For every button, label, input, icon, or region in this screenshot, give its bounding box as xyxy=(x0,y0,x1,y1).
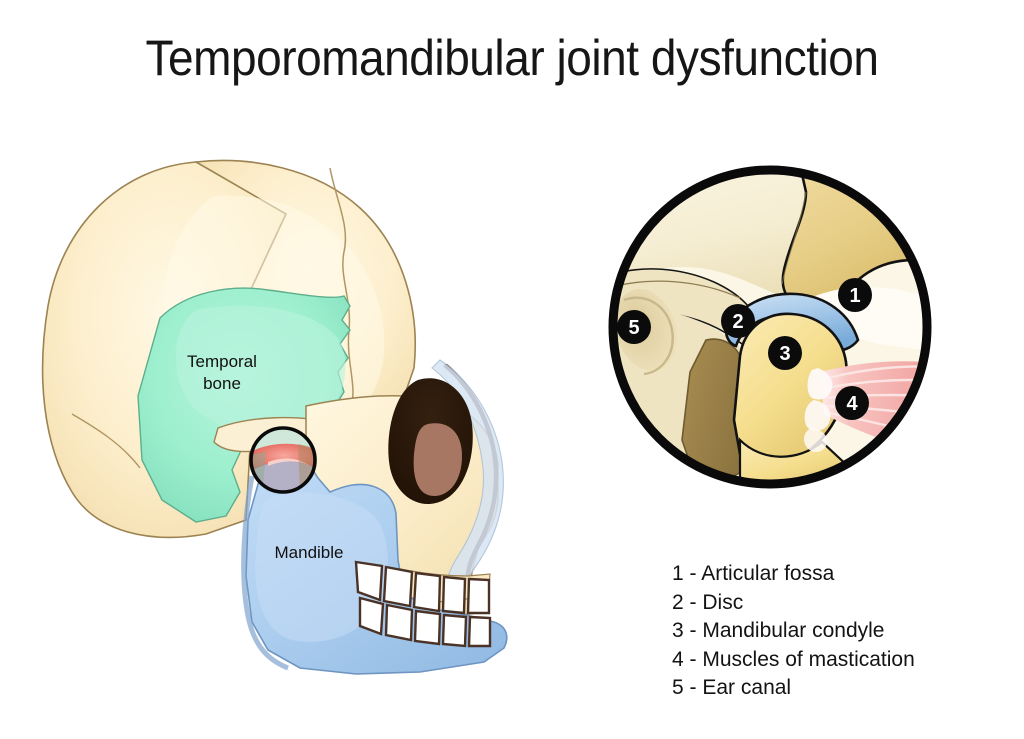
legend-item-4-number: 4 xyxy=(672,647,684,671)
legend-item-3-number: 3 xyxy=(672,619,684,642)
marker-1-label: 1 xyxy=(849,285,860,307)
marker-5-label: 5 xyxy=(628,317,639,339)
legend-item-3: 3 - Mandibular condyle xyxy=(672,617,982,646)
structures-legend: 1 - Articular fossa 2 - Disc 3 - Mandibu… xyxy=(672,560,982,703)
ear-canal-rim xyxy=(623,296,674,376)
lower-teeth xyxy=(358,596,492,648)
mandible-inner-shade xyxy=(255,492,388,642)
marker-3[interactable]: 3 xyxy=(768,336,802,370)
inset-articular-fossa xyxy=(806,287,927,352)
marker-1[interactable]: 1 xyxy=(838,278,872,312)
legend-item-1-text: Articular fossa xyxy=(701,562,835,585)
marker-2-label: 2 xyxy=(732,311,743,333)
legend-item-1-dash: - xyxy=(689,562,697,585)
legend-item-3-dash: - xyxy=(689,619,697,642)
magnified-inset-illustration: 1 2 3 4 5 xyxy=(608,165,932,489)
legend-item-4-dash: - xyxy=(689,647,697,671)
tmj-highlight-circle[interactable] xyxy=(249,426,317,494)
legend-item-1-number: 1 xyxy=(672,562,684,585)
marker-4[interactable]: 4 xyxy=(835,386,869,420)
temporal-bone-shade xyxy=(175,305,346,435)
page-title: Temporomandibular joint dysfunction xyxy=(145,30,879,86)
marker-4-label: 4 xyxy=(846,393,858,415)
inset-border-ring xyxy=(608,165,932,489)
legend-item-5-number: 5 xyxy=(672,676,684,699)
legend-item-2-dash: - xyxy=(689,590,697,614)
suture-coronal xyxy=(329,167,354,405)
suture-squamous-left xyxy=(71,413,141,469)
marker-2[interactable]: 2 xyxy=(721,304,755,338)
legend-item-4-text: Muscles of mastication xyxy=(702,647,915,671)
skull-illustration: Temporal bone Mandible xyxy=(41,159,508,675)
marker-3-label: 3 xyxy=(779,343,790,365)
label-temporal-bone-line2: bone xyxy=(203,374,241,393)
marker-5[interactable]: 5 xyxy=(617,310,651,344)
legend-item-5-dash: - xyxy=(689,676,697,699)
label-temporal-bone-line1: Temporal xyxy=(187,352,257,371)
legend-item-2-number: 2 xyxy=(672,590,684,614)
eye-socket-inner xyxy=(413,423,462,496)
label-mandible: Mandible xyxy=(275,543,344,562)
legend-item-5-text: Ear canal xyxy=(702,676,792,699)
upper-teeth xyxy=(354,560,491,615)
legend-item-3-text: Mandibular condyle xyxy=(702,619,885,642)
legend-item-4: 4 - Muscles of mastication xyxy=(672,646,982,675)
legend-item-5: 5 - Ear canal xyxy=(672,674,982,703)
legend-item-1: 1 - Articular fossa xyxy=(672,560,982,589)
legend-item-2-text: Disc xyxy=(702,590,744,614)
legend-item-2: 2 - Disc xyxy=(672,589,982,618)
inset-markers: 1 2 3 4 5 xyxy=(617,278,872,420)
mandible-posterior-border xyxy=(241,475,289,671)
